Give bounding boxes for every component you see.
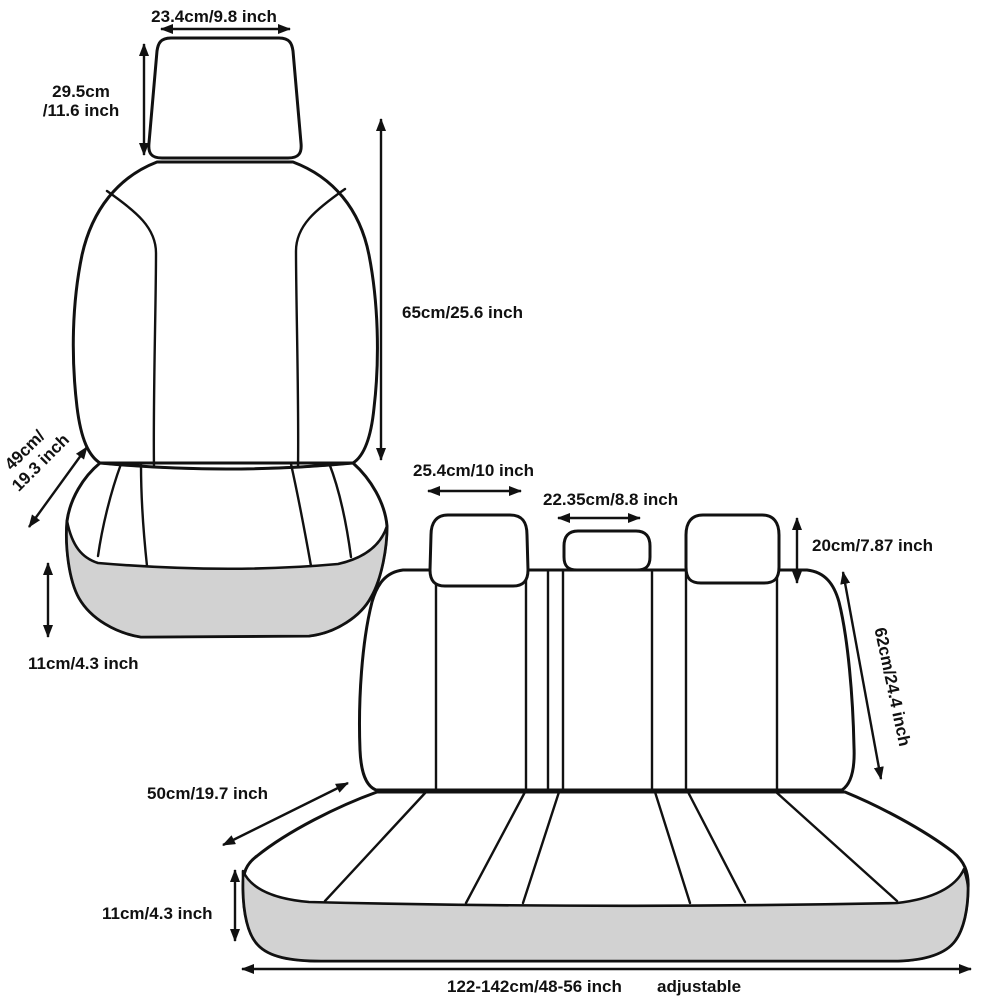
front-cushion-junction-seam xyxy=(98,461,355,471)
rear-total-width-adjustable-note: adjustable xyxy=(657,977,741,996)
rear-skirt-height-label: 11cm/4.3 inch xyxy=(102,904,213,923)
front-seat-depth-arrow xyxy=(28,446,88,528)
rear-seat-depth-arrow xyxy=(222,781,349,847)
rear-cushion-fan-seam-4 xyxy=(653,790,692,905)
front-cushion-skirt xyxy=(65,519,389,639)
front-backrest-height-label: 65cm/25.6 inch xyxy=(402,303,523,322)
front-cushion-left-outer-seam xyxy=(96,462,123,558)
dimension-arrows xyxy=(28,24,972,974)
rear-right-headrest-outline xyxy=(684,513,781,585)
rear-left-headrest-outline xyxy=(428,513,530,588)
rear-middle-headrest-width-label: 22.35cm/8.8 inch xyxy=(543,490,678,509)
rear-backrest-outline xyxy=(358,568,856,792)
rear-cushion-fan-seam-5 xyxy=(686,790,747,904)
front-headrest-width-label: 23.4cm/9.8 inch xyxy=(151,7,277,26)
rear-cushion-fan-seam-3 xyxy=(521,790,561,905)
rear-cushion-fan-seam-6 xyxy=(774,790,899,903)
front-backrest-outline xyxy=(71,160,379,465)
front-headrest-outline xyxy=(147,36,303,160)
rear-total-width-label: 122-142cm/48-56 inch adjustable xyxy=(447,977,741,996)
rear-middle-headrest-outline xyxy=(562,529,652,572)
rear-cushion-skirt xyxy=(241,867,970,963)
rear-bench-cover xyxy=(241,513,970,963)
front-backrest-right-seam xyxy=(294,187,347,470)
front-cushion-right-inner-seam xyxy=(289,462,313,568)
rear-backrest-height-label: 62cm/24.4 inch xyxy=(871,626,915,748)
rear-left-headrest-width-label: 25.4cm/10 inch xyxy=(413,461,534,480)
rear-backrest-height-arrow xyxy=(840,571,884,780)
front-headrest-height-label-inch: /11.6 inch xyxy=(43,101,120,120)
front-skirt-height-label: 11cm/4.3 inch xyxy=(28,654,139,673)
front-backrest-left-seam xyxy=(105,189,158,470)
rear-cushion-fan-seam-1 xyxy=(323,790,428,903)
front-seat-cover xyxy=(65,36,389,639)
front-cushion-left-inner-seam xyxy=(139,463,149,568)
rear-total-width-value: 122-142cm/48-56 inch xyxy=(447,977,622,996)
rear-cushion-fan-seam-2 xyxy=(464,790,527,905)
front-headrest-height-label-cm: 29.5cm xyxy=(52,82,110,101)
rear-seat-depth-label: 50cm/19.7 inch xyxy=(147,784,268,803)
front-cushion-right-outer-seam xyxy=(327,461,353,559)
rear-headrest-height-label: 20cm/7.87 inch xyxy=(812,536,933,555)
